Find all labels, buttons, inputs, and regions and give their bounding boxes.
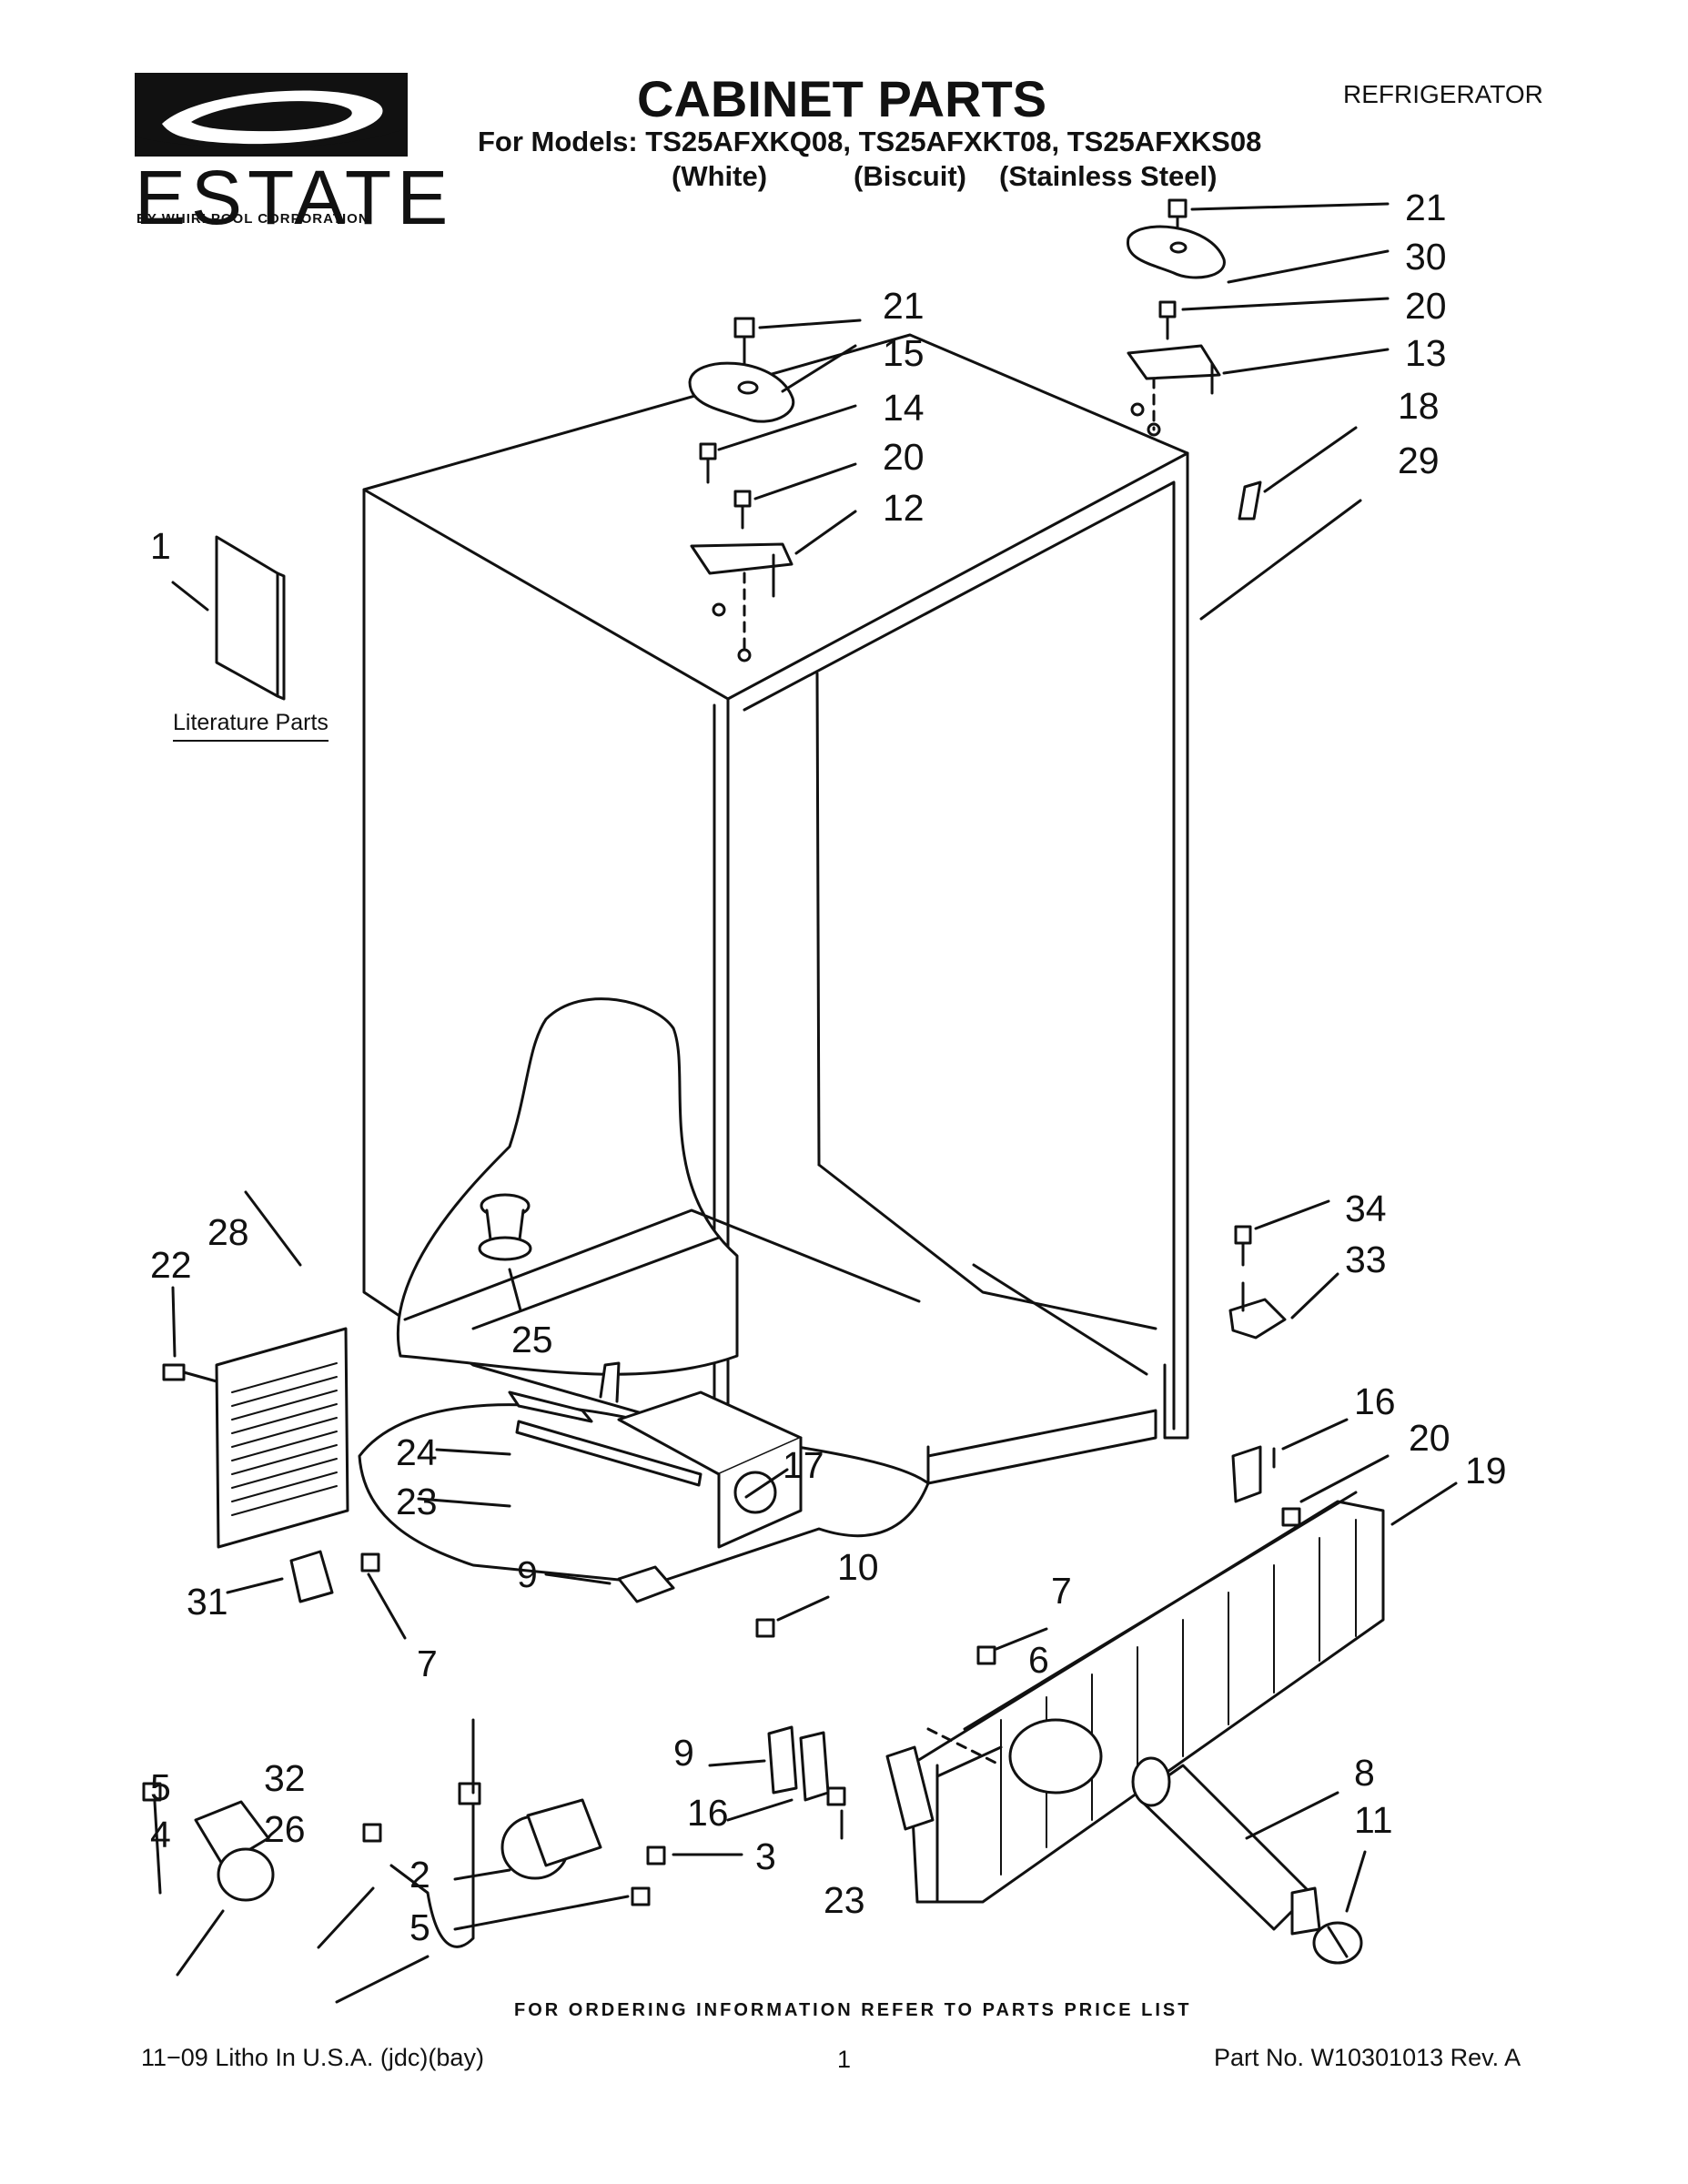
part-number: Part No. W10301013 Rev. A <box>1214 2044 1521 2071</box>
callout-24: 24 <box>396 1431 438 1473</box>
page-title: CABINET PARTS <box>637 70 1047 127</box>
latch-bracket <box>885 1645 1003 1831</box>
page-number: 1 <box>837 2046 852 2073</box>
callout-12: 12 <box>883 487 925 529</box>
callout-20-right: 20 <box>1409 1417 1450 1459</box>
brand-logo: ESTATE BY WHIRLPOOL CORPORATION <box>135 73 448 236</box>
literature-parts-label: Literature Parts <box>173 710 329 742</box>
callout-26: 26 <box>264 1808 306 1850</box>
cutaway-upper <box>397 997 739 1376</box>
spacer-block <box>617 1565 775 1638</box>
callout-10: 10 <box>837 1546 879 1588</box>
drain-plug <box>478 1193 532 1261</box>
callout-3: 3 <box>755 1835 776 1877</box>
top-hinge-right <box>1127 198 1262 521</box>
callout-28: 28 <box>207 1211 249 1253</box>
callout-7-left: 7 <box>417 1643 438 1684</box>
color-stainless: (Stainless Steel) <box>999 160 1218 192</box>
callout-34: 34 <box>1345 1188 1387 1229</box>
color-biscuit: (Biscuit) <box>854 160 966 192</box>
front-caster <box>142 1782 275 1902</box>
callout-20-top-right: 20 <box>1405 285 1447 327</box>
callout-31: 31 <box>187 1581 228 1623</box>
callout-29: 29 <box>1398 440 1440 481</box>
models-line: For Models: TS25AFXKQ08, TS25AFXKT08, TS… <box>478 126 1262 157</box>
callout-6: 6 <box>1028 1639 1049 1681</box>
callout-20-top-left: 20 <box>883 436 925 478</box>
exploded-parts-diagram <box>142 198 1458 2004</box>
callout-16-lower: 16 <box>687 1792 729 1834</box>
callout-18: 18 <box>1398 385 1440 427</box>
callout-7-right: 7 <box>1051 1570 1072 1612</box>
callout-13: 13 <box>1405 332 1447 374</box>
toe-grille <box>908 1491 1385 1904</box>
callout-16-right: 16 <box>1354 1380 1396 1422</box>
estate-swoosh-icon <box>135 73 408 157</box>
top-hinge-left <box>688 317 795 662</box>
color-white: (White) <box>672 160 768 192</box>
callout-33: 33 <box>1345 1239 1387 1280</box>
lower-hinge-bracket <box>1231 1445 1301 1527</box>
callout-23-lower: 23 <box>824 1879 865 1921</box>
callout-5-lower: 5 <box>409 1906 430 1948</box>
callout-11: 11 <box>1354 1799 1393 1841</box>
water-tube <box>362 1718 481 1948</box>
callout-9-lower: 9 <box>673 1732 694 1774</box>
callout-9-upper: 9 <box>517 1553 538 1595</box>
clip-part <box>289 1550 380 1603</box>
literature-booklet <box>215 535 286 701</box>
rear-caster <box>500 1798 666 1906</box>
callout-32: 32 <box>264 1757 306 1799</box>
callout-17: 17 <box>783 1444 824 1486</box>
rear-grille <box>215 1327 349 1549</box>
category-label: REFRIGERATOR <box>1343 80 1543 108</box>
callout-2: 2 <box>409 1854 430 1896</box>
callout-21-top-left: 21 <box>883 285 925 327</box>
callout-23-upper: 23 <box>396 1481 438 1522</box>
callout-30: 30 <box>1405 236 1447 278</box>
callout-8: 8 <box>1354 1752 1375 1794</box>
callout-4: 4 <box>150 1814 171 1855</box>
callout-14: 14 <box>883 387 925 429</box>
water-filter <box>1131 1756 1321 1936</box>
brand-subtitle: BY WHIRLPOOL CORPORATION <box>136 211 369 227</box>
callout-25: 25 <box>511 1319 553 1360</box>
bottom-hinge <box>767 1725 846 1806</box>
bracket-right <box>1228 1225 1287 1340</box>
callout-22: 22 <box>150 1244 192 1286</box>
litho-info: 11−09 Litho In U.S.A. (jdc)(bay) <box>141 2044 484 2071</box>
callout-19: 19 <box>1465 1450 1507 1491</box>
ordering-note: FOR ORDERING INFORMATION REFER TO PARTS … <box>514 2000 1192 2020</box>
callout-21-top-right: 21 <box>1405 187 1447 228</box>
filter-cap <box>1312 1921 1363 1965</box>
callout-15: 15 <box>883 332 925 374</box>
callout-1: 1 <box>150 525 171 567</box>
drain-tube-assembly <box>508 1361 803 1549</box>
callout-5-left: 5 <box>150 1766 171 1808</box>
brand-name: ESTATE <box>135 155 454 240</box>
